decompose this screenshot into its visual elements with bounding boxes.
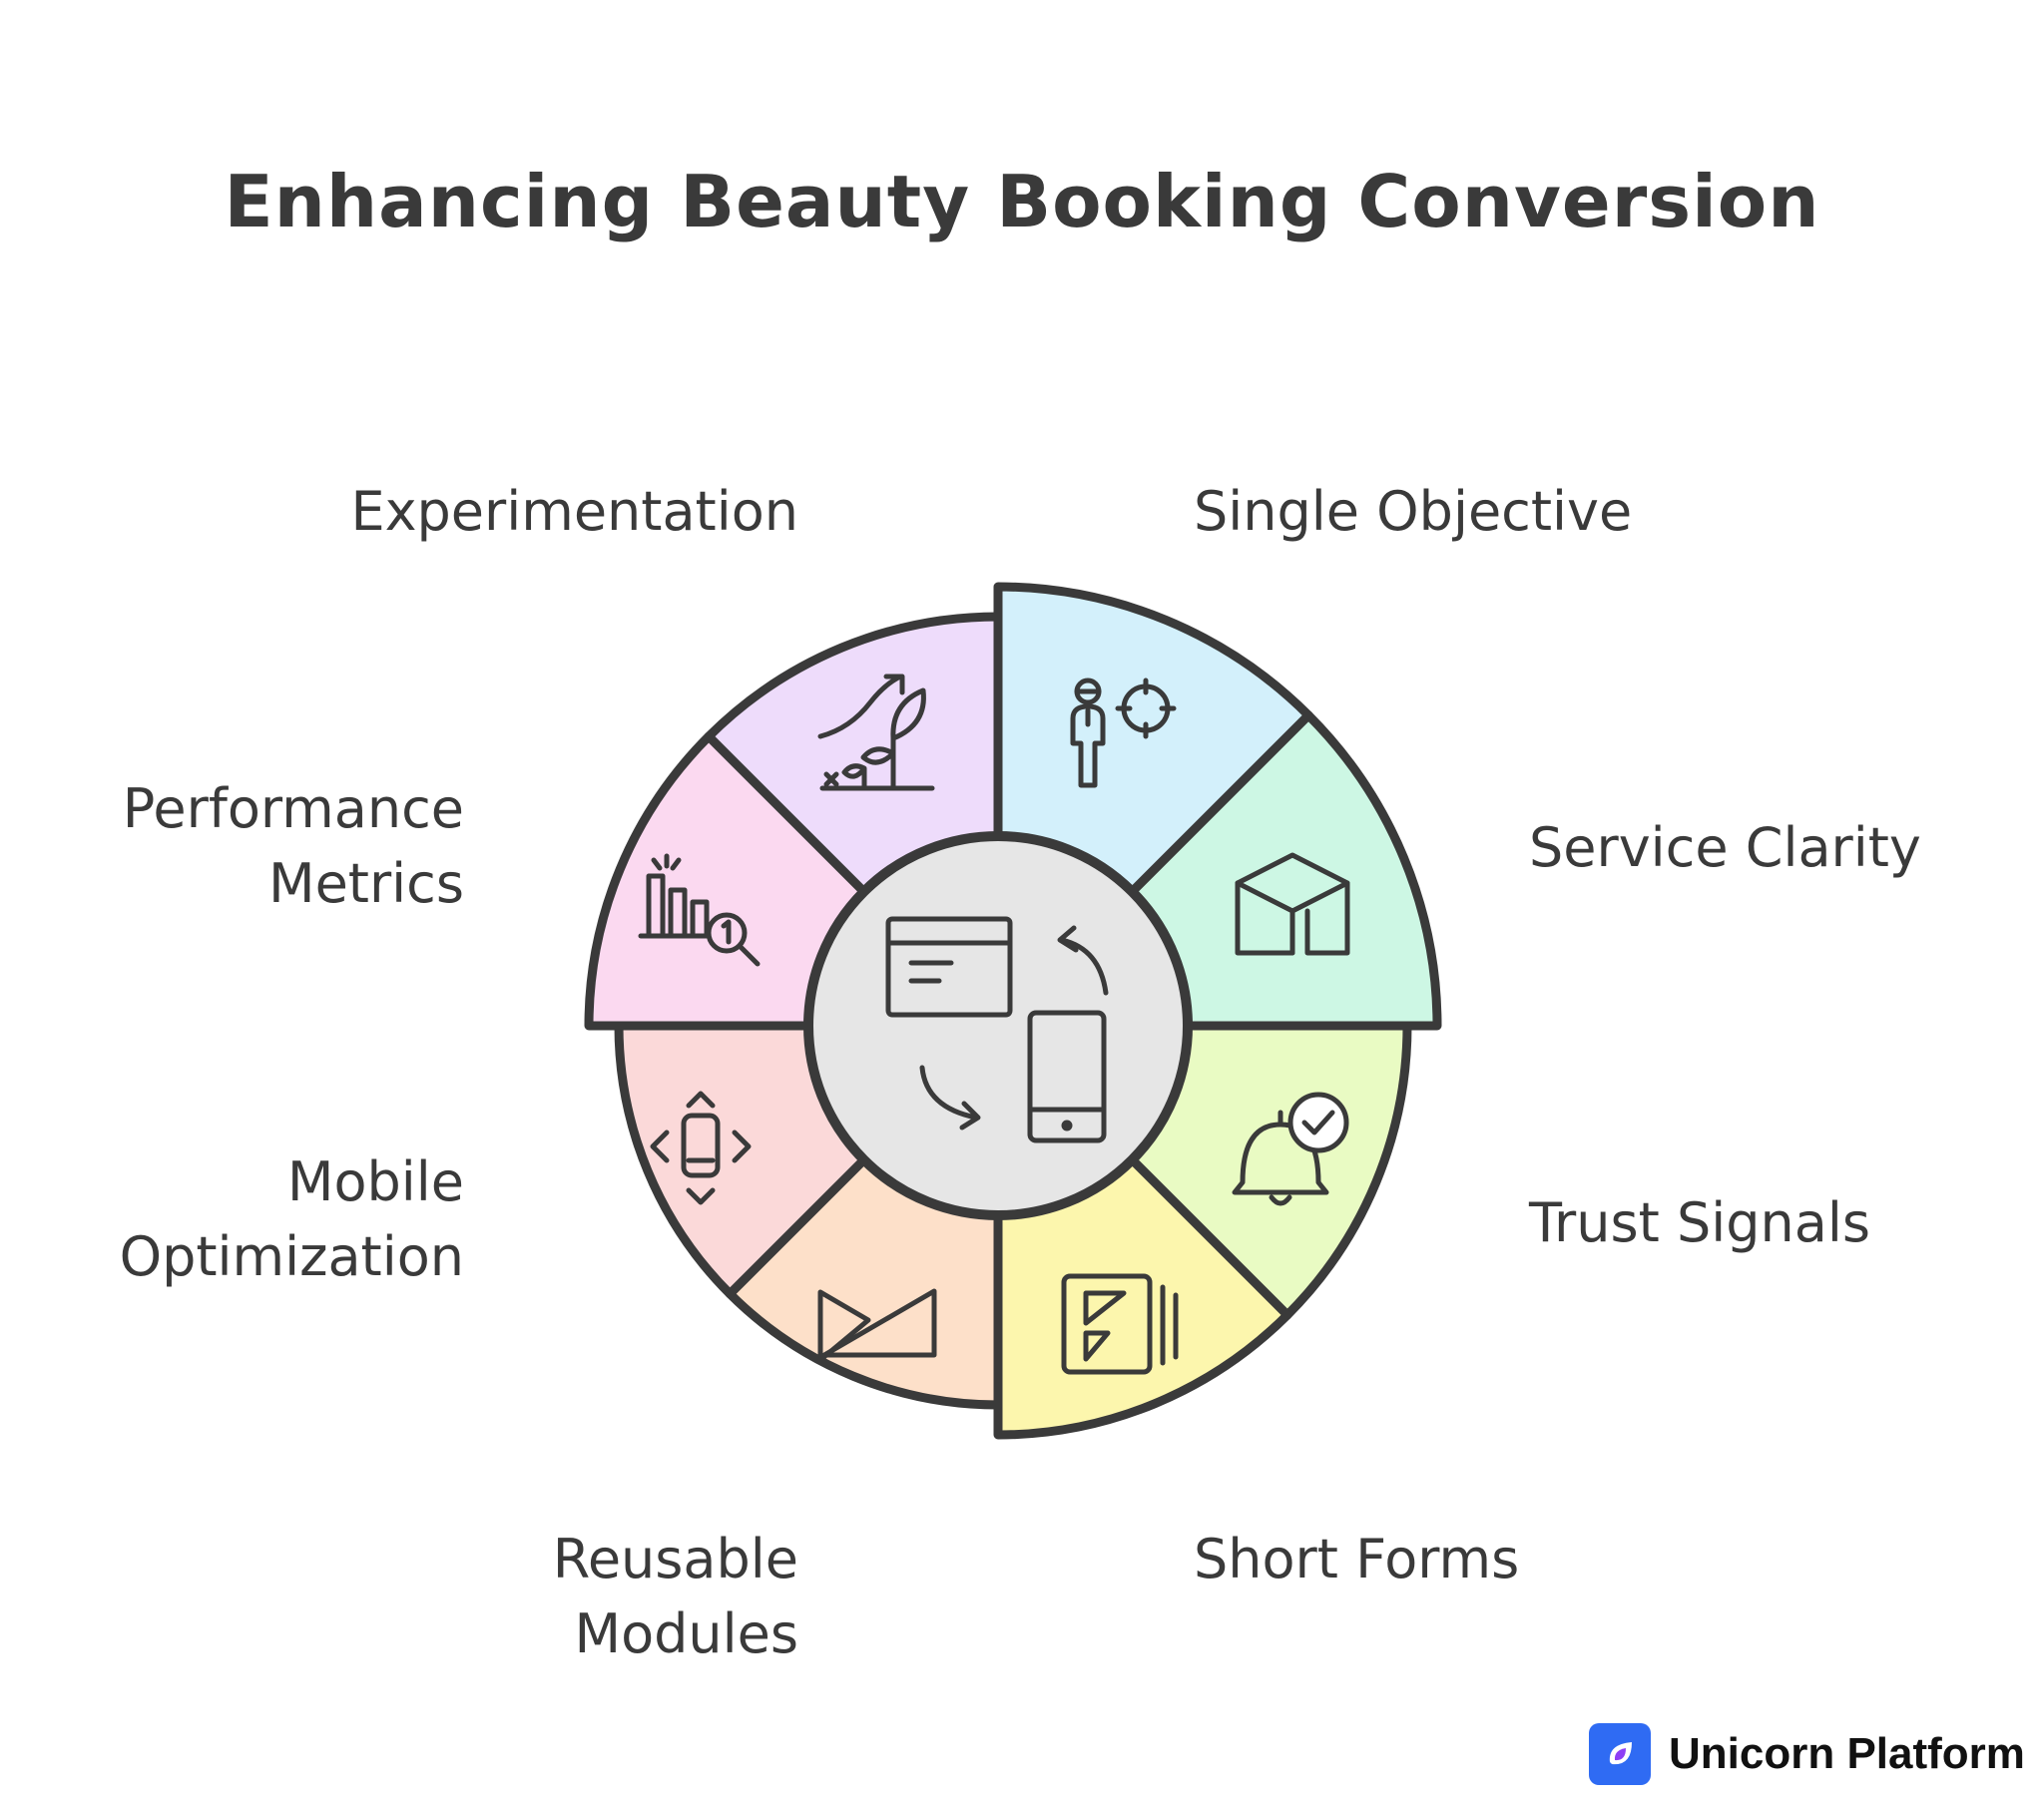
label-reusable-modules: Reusable Modules xyxy=(552,1528,798,1665)
diagram-title: Enhancing Beauty Booking Conversion xyxy=(224,160,1820,243)
unicorn-logo-icon xyxy=(1589,1723,1651,1785)
bell-check-icon xyxy=(1232,1092,1349,1206)
bar-chart-magnifier-icon xyxy=(638,853,761,967)
label-service-clarity: Service Clarity xyxy=(1529,816,1921,879)
label-mobile-optimization: Mobile Optimization xyxy=(119,1150,464,1288)
person-target-icon xyxy=(1070,678,1177,788)
box-icon xyxy=(1235,852,1350,956)
desktop-to-mobile-icon xyxy=(885,916,1109,1143)
brand: Unicorn Platform xyxy=(1589,1723,2025,1785)
phone-arrows-icon xyxy=(650,1091,752,1205)
label-trust-signals: Trust Signals xyxy=(1529,1191,1870,1254)
label-short-forms: Short Forms xyxy=(1194,1528,1520,1590)
brand-name: Unicorn Platform xyxy=(1669,1729,2025,1778)
form-document-icon xyxy=(1061,1273,1179,1375)
label-performance-metrics: Performance Metrics xyxy=(122,777,464,915)
label-experimentation: Experimentation xyxy=(350,480,798,543)
growth-plant-icon xyxy=(817,674,935,791)
label-single-objective: Single Objective xyxy=(1194,480,1633,543)
center-hub xyxy=(803,831,1193,1220)
modules-shapes-icon xyxy=(817,1288,937,1363)
